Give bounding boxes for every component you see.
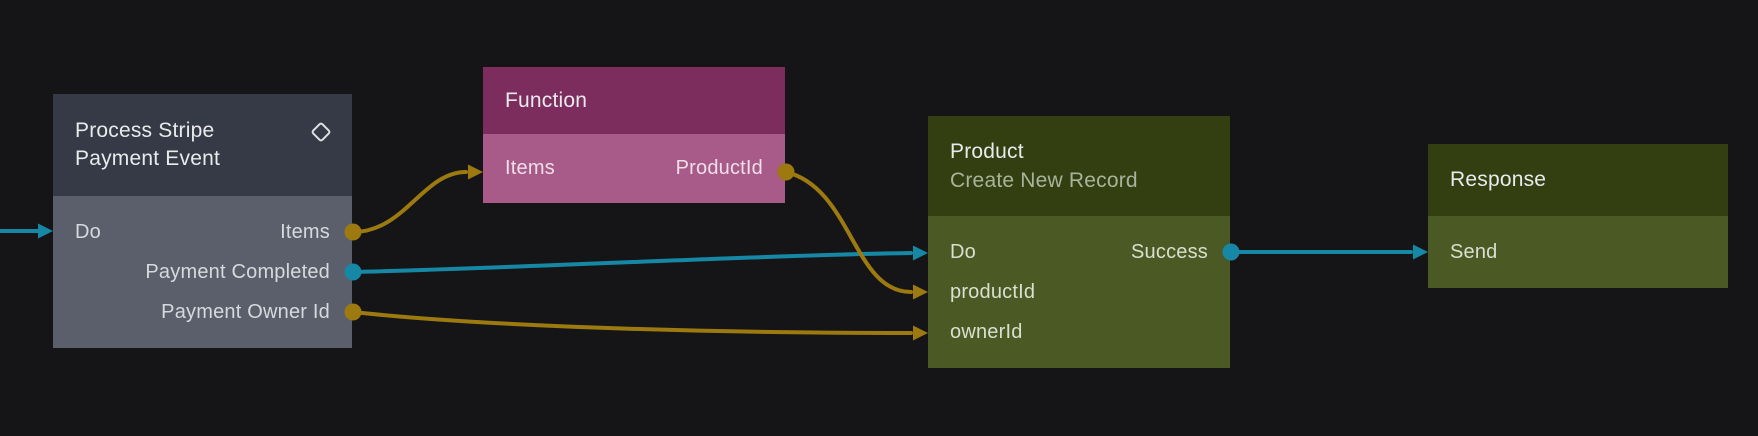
port-payment-owner-id[interactable]: Payment Owner Id	[161, 300, 330, 323]
node-title: Response	[1450, 168, 1547, 191]
port-row: Do Success	[928, 232, 1230, 272]
wire-arrowhead[interactable]	[1413, 244, 1428, 260]
port-payment-completed[interactable]: Payment Completed	[145, 260, 330, 283]
port-row: Do Items	[53, 212, 352, 252]
wire-payment-owner-id-to-ownerid[interactable]	[351, 310, 913, 335]
wire-arrowhead[interactable]	[38, 223, 53, 239]
port-row: productId	[928, 272, 1230, 312]
wire-arrowhead[interactable]	[468, 164, 483, 180]
wire-arrowhead[interactable]	[913, 284, 928, 300]
node-body: Send	[1428, 216, 1728, 288]
port-send[interactable]: Send	[1450, 240, 1498, 263]
port-productid[interactable]: productId	[950, 280, 1036, 303]
port-row: Send	[1428, 232, 1728, 272]
node-body: Do Success productId ownerId	[928, 216, 1230, 368]
port-items[interactable]: Items	[505, 157, 555, 179]
port-row: Items ProductId	[483, 149, 785, 189]
node-body: Items ProductId	[483, 134, 785, 203]
node-subtitle: Create New Record	[950, 168, 1138, 192]
diamond-icon	[311, 122, 331, 142]
node-header: Function	[483, 67, 785, 134]
wire-payment-completed-to-do[interactable]	[351, 251, 913, 274]
port-row: Payment Owner Id	[53, 292, 352, 332]
wire-items-to-function-items[interactable]	[351, 170, 468, 234]
port-row: ownerId	[928, 312, 1230, 352]
port-success[interactable]: Success	[1131, 240, 1208, 263]
node-title: Function	[505, 88, 588, 112]
node-header: Process Stripe Payment Event	[53, 94, 352, 196]
port-do[interactable]: Do	[950, 240, 976, 263]
port-items[interactable]: Items	[280, 220, 330, 243]
port-ownerid[interactable]: ownerId	[950, 320, 1023, 343]
node-header: Response	[1428, 144, 1728, 216]
wire-arrowhead[interactable]	[913, 245, 928, 261]
node-title: Process Stripe Payment Event	[75, 119, 221, 170]
wire-productid-to-productid[interactable]	[784, 170, 913, 294]
port-row: Payment Completed	[53, 252, 352, 292]
wire-arrowhead[interactable]	[913, 325, 928, 341]
port-do[interactable]: Do	[75, 220, 101, 243]
port-productid[interactable]: ProductId	[675, 157, 763, 179]
node-title: Product	[950, 139, 1024, 163]
